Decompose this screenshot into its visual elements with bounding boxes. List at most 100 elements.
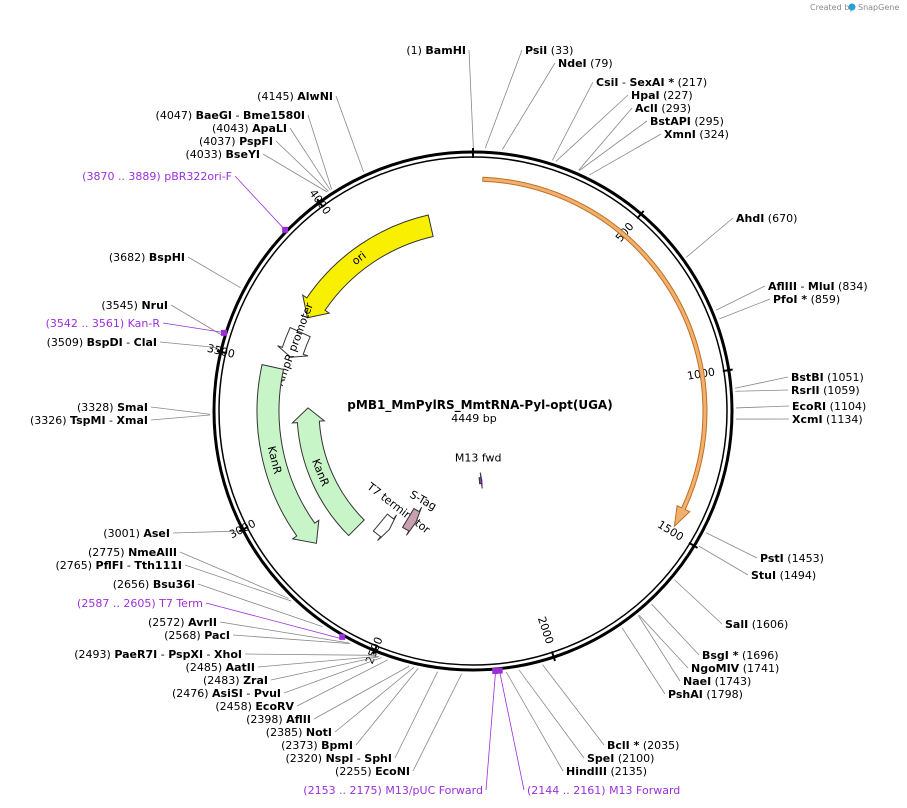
site-label[interactable]: XmnI (324) — [664, 128, 729, 141]
site-label[interactable]: PstI (1453) — [760, 552, 824, 565]
primer-label[interactable]: (2587 .. 2605) T7 Term — [77, 597, 203, 610]
site-label[interactable]: (2320) NspI - SphI — [285, 752, 392, 765]
site-label[interactable]: (4033) BseYI — [185, 148, 260, 161]
site-label[interactable]: (2476) AsiSI - PvuI — [172, 687, 281, 700]
site-label[interactable]: BstBI (1051) — [791, 371, 864, 384]
site-name: MluI — [808, 280, 835, 293]
site-label[interactable]: NgoMIV (1741) — [691, 662, 779, 675]
site-label[interactable]: (3328) SmaI — [77, 401, 148, 414]
site-label[interactable]: (3001) AseI — [103, 527, 170, 540]
primer-leader-line — [485, 673, 496, 791]
site-label[interactable]: BclI * (2035) — [607, 739, 679, 752]
site-label[interactable]: RsrII (1059) — [791, 384, 860, 397]
site-label[interactable]: PsiI (33) — [525, 44, 573, 57]
primer-leader-line — [234, 175, 284, 229]
site-label[interactable]: NaeI (1743) — [683, 675, 751, 688]
site-leader-line — [313, 665, 410, 720]
site-position: (2493) — [74, 648, 114, 661]
site-label[interactable]: (2458) EcoRV — [215, 700, 294, 713]
site-name: StuI — [751, 569, 776, 582]
primer-leader-line — [162, 322, 223, 333]
site-label[interactable]: (2775) NmeAIII — [88, 546, 177, 559]
site-name: ClaI — [134, 336, 157, 349]
site-leader-line — [355, 667, 419, 746]
site-position: (3509) — [47, 336, 87, 349]
site-name: XcmI — [792, 413, 823, 426]
site-label[interactable]: (4037) PspFI — [199, 135, 273, 148]
site-label[interactable]: PshAI (1798) — [668, 688, 743, 701]
site-name: T7 Term — [158, 597, 203, 610]
site-leader-line — [518, 669, 585, 759]
site-position: (4047) — [156, 109, 196, 122]
site-label[interactable]: SpeI (2100) — [587, 752, 654, 765]
site-label[interactable]: (4145) AlwNI — [257, 90, 333, 103]
site-label[interactable]: HpaI (227) — [631, 89, 693, 102]
site-label[interactable]: SalI (1606) — [725, 618, 788, 631]
site-position: (2255) — [335, 765, 375, 778]
site-label[interactable]: (3509) BspDI - ClaI — [47, 336, 157, 349]
site-label[interactable]: HindIII (2135) — [566, 765, 647, 778]
site-label[interactable]: XcmI (1134) — [792, 413, 863, 426]
site-label[interactable]: (3545) NruI — [101, 299, 168, 312]
primer-label[interactable]: (3542 .. 3561) Kan-R — [46, 317, 161, 330]
site-position: - — [123, 336, 134, 349]
site-label[interactable]: (2493) PaeR7I - PspXI - XhoI — [74, 648, 242, 661]
site-label[interactable]: BstAPI (295) — [650, 115, 724, 128]
site-name: XhoI — [214, 648, 242, 661]
primer-label[interactable]: (3870 .. 3889) pBR322ori-F — [82, 170, 232, 183]
site-label[interactable]: (2483) ZraI — [203, 674, 268, 687]
site-position: (1743) — [711, 675, 751, 688]
site-label[interactable]: (2485) AatII — [186, 661, 255, 674]
site-leader-line — [468, 49, 474, 149]
site-label[interactable]: (1) BamHI — [406, 44, 466, 57]
scale-tick — [550, 651, 556, 662]
site-name: EcoRV — [255, 700, 294, 713]
site-name: SexAI * — [629, 76, 674, 89]
site-label[interactable]: BsgI * (1696) — [702, 649, 779, 662]
site-label[interactable]: NdeI (79) — [558, 57, 613, 70]
primer-label[interactable]: (2144 .. 2161) M13 Forward — [527, 784, 680, 797]
site-leader-line — [150, 414, 211, 421]
site-label[interactable]: AhdI (670) — [736, 212, 797, 225]
site-position: (2483) — [203, 674, 243, 687]
site-name: AflIII — [768, 280, 797, 293]
primer-label[interactable]: (2153 .. 2175) M13/pUC Forward — [303, 784, 483, 797]
site-label[interactable]: (2568) PacI — [164, 629, 230, 642]
site-name: Bsu36I — [153, 578, 195, 591]
site-name: SphI — [364, 752, 392, 765]
site-position: (2153 .. 2175) — [303, 784, 385, 797]
site-label[interactable]: (2255) EcoNI — [335, 765, 410, 778]
site-leader-line — [555, 94, 629, 162]
feature-ampr-promoter — [277, 326, 311, 358]
site-position: (4145) — [257, 90, 297, 103]
site-leader-line — [698, 545, 749, 576]
site-label[interactable]: AclI (293) — [635, 102, 691, 115]
site-label[interactable]: (2765) PflFI - Tth111I — [55, 559, 182, 572]
site-label[interactable]: CsiI - SexAI * (217) — [596, 76, 707, 89]
site-label[interactable]: (4043) ApaLI — [212, 122, 287, 135]
site-label[interactable]: (2385) NotI — [266, 726, 332, 739]
site-position: (3542 .. 3561) — [46, 317, 128, 330]
site-name: PspXI — [168, 648, 203, 661]
site-position: (227) — [660, 89, 693, 102]
site-position: (217) — [674, 76, 707, 89]
primer-marker — [492, 668, 499, 675]
site-label[interactable]: (3326) TspMI - XmaI — [30, 414, 148, 427]
site-leader-line — [579, 120, 648, 171]
site-label[interactable]: EcoRI (1104) — [792, 400, 866, 413]
site-name: NruI — [141, 299, 168, 312]
site-position: (1494) — [776, 569, 816, 582]
site-name: NmeAIII — [128, 546, 177, 559]
site-label[interactable]: (4047) BaeGI - Bme1580I — [156, 109, 305, 122]
site-label[interactable]: (3682) BspHI — [109, 251, 185, 264]
site-label[interactable]: StuI (1494) — [751, 569, 816, 582]
site-name: HindIII — [566, 765, 607, 778]
site-label[interactable]: (2373) BpmI — [281, 739, 353, 752]
site-label[interactable]: (2398) AflII — [246, 713, 311, 726]
site-label[interactable]: (2656) Bsu36I — [113, 578, 195, 591]
scale-tick-label: 1500 — [655, 518, 686, 544]
site-label[interactable]: AflIII - MluI (834) — [768, 280, 868, 293]
site-label[interactable]: (2572) AvrII — [148, 616, 217, 629]
site-label[interactable]: PfoI * (859) — [773, 293, 840, 306]
site-leader-line — [505, 671, 564, 772]
